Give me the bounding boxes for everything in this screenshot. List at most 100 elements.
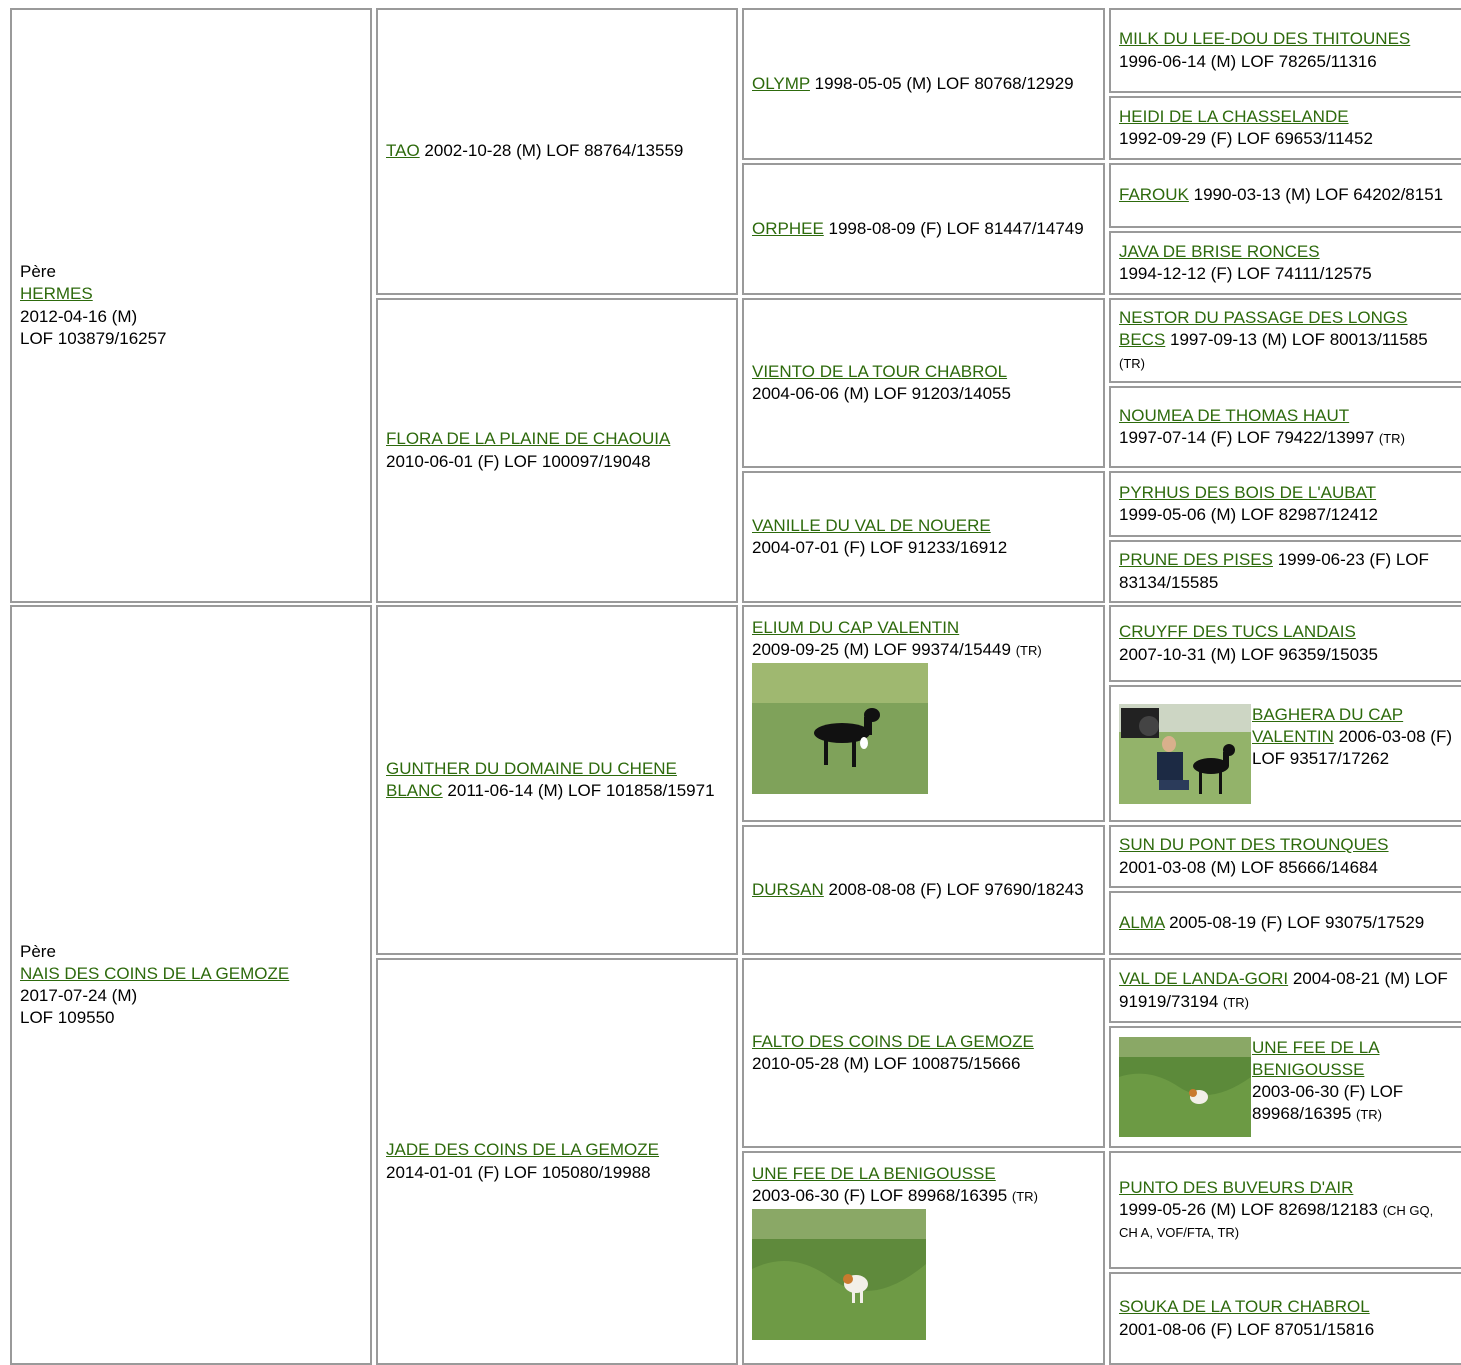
g4-cell: HEIDI DE LA CHASSELANDE 1992-09-29 (F) LO… [1109,96,1461,160]
ancestor-link[interactable]: SOUKA DE LA TOUR CHABROL [1119,1297,1370,1317]
dam-name-link[interactable]: NAIS DES COINS DE LA GEMOZE [20,963,290,983]
ancestor-link[interactable]: UNE FEE DE LA BENIGOUSSE [752,1164,996,1183]
ancestor-link[interactable]: PUNTO DES BUVEURS D'AIR [1119,1177,1354,1197]
g2-cell: GUNTHER DU DOMAINE DU CHENE BLANC 2011-0… [376,605,738,955]
g4-cell: ALMA 2005-08-19 (F) LOF 93075/17529 [1109,891,1461,955]
dog-photo[interactable] [1119,1037,1251,1137]
ancestor-link[interactable]: UNE FEE DE LA BENIGOUSSE [1252,1038,1380,1080]
ancestor-info: 1999-05-26 (M) LOF 82698/12183 [1119,1199,1378,1219]
ancestor-info: 1997-07-14 (F) LOF 79422/13997 [1119,428,1375,447]
ancestor-link[interactable]: FALTO DES COINS DE LA GEMOZE [752,1031,1034,1051]
ancestor-info: 2008-08-08 (F) LOF 97690/18243 [823,879,1084,899]
ancestor-info: 1998-08-09 (F) LOF 81447/14749 [823,218,1084,238]
ancestor-info: 1992-09-29 (F) LOF 69653/11452 [1119,129,1373,148]
ancestor-link[interactable]: TAO [386,141,420,161]
ancestor-link[interactable]: JADE DES COINS DE LA GEMOZE [386,1140,660,1160]
ancestor-info: 2006-03-08 (F) LOF 93517/17262 [1252,726,1452,768]
ancestor-info: 2010-05-28 (M) LOF 100875/15666 [752,1054,1021,1073]
g4-cell: PRUNE DES PISES 1999-06-23 (F) LOF 83134… [1109,540,1461,603]
ancestor-link[interactable]: VANILLE DU VAL DE NOUERE [752,515,991,535]
ancestor-info: 2004-08-21 (M) LOF 91919/73194 [1119,969,1448,1011]
ancestor-link[interactable]: FAROUK [1119,185,1189,205]
sire-cell: Père HERMES 2012-04-16 (M) LOF 103879/16… [10,8,372,603]
g3-cell: VANILLE DU VAL DE NOUERE 2004-07-01 (F) L… [742,471,1105,603]
ancestor-link[interactable]: ELIUM DU CAP VALENTIN [752,618,960,637]
ancestor-info: 2003-06-30 (F) LOF 89968/16395 [1252,1082,1404,1124]
ancestor-info: 1998-05-05 (M) LOF 80768/12929 [809,73,1074,93]
ancestor-info: 2010-06-01 (F) LOF 100097/19048 [386,451,651,471]
ancestor-link[interactable]: ORPHEE [752,218,824,238]
ancestor-link[interactable]: OLYMP [752,73,810,93]
ancestor-info: 2009-09-25 (M) LOF 99374/15449 [752,640,1011,660]
ancestor-info: 2003-06-30 (F) LOF 89968/16395 [752,1186,1008,1206]
g2-cell: TAO 2002-10-28 (M) LOF 88764/13559 [376,8,738,295]
sire-heading: Père [20,262,56,282]
dam-birth: 2017-07-24 (M) [20,986,138,1005]
ancestor-info: 2007-10-31 (M) LOF 96359/15035 [1119,644,1378,664]
ancestor-link[interactable]: PRUNE DES PISES [1119,550,1273,570]
ancestor-info: 2011-06-14 (M) LOF 101858/15971 [442,781,715,800]
g3-cell: ELIUM DU CAP VALENTIN 2009-09-25 (M) LOF… [742,605,1105,822]
ancestor-info: 2004-07-01 (F) LOF 91233/16912 [752,538,1008,557]
ancestor-note: (TR) [1223,994,1250,1010]
g3-cell: UNE FEE DE LA BENIGOUSSE 2003-06-30 (F) … [742,1151,1105,1365]
g4-cell: FAROUK 1990-03-13 (M) LOF 64202/8151 [1109,163,1461,228]
ancestor-link[interactable]: MILK DU LEE-DOU DES THITOUNES [1119,29,1411,49]
g3-cell: FALTO DES COINS DE LA GEMOZE 2010-05-28 (… [742,958,1105,1148]
ancestor-link[interactable]: PYRHUS DES BOIS DE L'AUBAT [1119,482,1377,502]
dog-photo[interactable] [752,663,928,795]
ancestor-info: 2002-10-28 (M) LOF 88764/13559 [419,141,684,161]
sire-birth: 2012-04-16 (M) [20,306,138,326]
ancestor-info: 2014-01-01 (F) LOF 105080/19988 [386,1162,651,1182]
ancestor-note: (TR) [1015,643,1042,659]
ancestor-link[interactable]: BAGHERA DU CAP VALENTIN [1252,704,1404,746]
ancestor-info: 1996-06-14 (M) LOF 78265/11316 [1119,51,1377,71]
dam-heading: Père [20,941,56,961]
dog-photo[interactable] [1119,703,1251,804]
g4-cell: JAVA DE BRISE RONCES 1994-12-12 (F) LOF 7… [1109,231,1461,295]
g3-cell: ORPHEE 1998-08-09 (F) LOF 81447/14749 [742,163,1105,295]
ancestor-info: 2005-08-19 (F) LOF 93075/17529 [1164,912,1425,932]
ancestor-info: 1994-12-12 (F) LOF 74111/12575 [1119,264,1372,283]
g4-cell: VAL DE LANDA-GORI 2004-08-21 (M) LOF 919… [1109,958,1461,1023]
ancestor-note: (CH GQ, CH A, VOF/FTA, TR) [1119,1202,1434,1241]
g4-cell: UNE FEE DE LA BENIGOUSSE 2003-06-30 (F) … [1109,1026,1461,1148]
ancestor-link[interactable]: DURSAN [752,879,824,899]
ancestor-link[interactable]: JAVA DE BRISE RONCES [1119,241,1320,261]
ancestor-link[interactable]: HEIDI DE LA CHASSELANDE [1119,106,1349,126]
sire-name-link[interactable]: HERMES [20,284,93,304]
ancestor-info: 1999-06-23 (F) LOF 83134/15585 [1119,550,1429,592]
g3-cell: DURSAN 2008-08-08 (F) LOF 97690/18243 [742,825,1105,955]
ancestor-link[interactable]: GUNTHER DU DOMAINE DU CHENE BLANC [386,758,677,800]
dam-reg: LOF 109550 [20,1008,115,1028]
ancestor-note: (TR) [1119,355,1145,371]
ancestor-note: (TR) [1356,1107,1383,1123]
sire-reg: LOF 103879/16257 [20,328,167,348]
ancestor-link[interactable]: SUN DU PONT DES TROUNQUES [1119,835,1389,855]
ancestor-info: 2001-03-08 (M) LOF 85666/14684 [1119,857,1378,877]
g4-cell: BAGHERA DU CAP VALENTIN 2006-03-08 (F) L… [1109,685,1461,822]
ancestor-link[interactable]: NESTOR DU PASSAGE DES LONGS BECS [1119,308,1408,350]
ancestor-link[interactable]: ALMA [1119,912,1165,932]
ancestor-info: 1997-09-13 (M) LOF 80013/11585 [1165,330,1428,350]
dog-photo[interactable] [752,1209,926,1341]
ancestor-note: (TR) [1378,431,1405,446]
ancestor-link[interactable]: VAL DE LANDA-GORI [1119,969,1289,989]
ancestor-info: 2001-08-06 (F) LOF 87051/15816 [1119,1319,1375,1339]
g4-cell: NESTOR DU PASSAGE DES LONGS BECS 1997-09… [1109,298,1461,383]
ancestor-link[interactable]: NOUMEA DE THOMAS HAUT [1119,405,1350,425]
ancestor-link[interactable]: VIENTO DE LA TOUR CHABROL [752,361,1008,381]
ancestor-link[interactable]: FLORA DE LA PLAINE DE CHAOUIA [386,429,671,449]
g4-cell: MILK DU LEE-DOU DES THITOUNES 1996-06-14… [1109,8,1461,93]
g3-cell: OLYMP 1998-05-05 (M) LOF 80768/12929 [742,8,1105,160]
ancestor-note: (TR) [1011,1189,1038,1205]
ancestor-link[interactable]: CRUYFF DES TUCS LANDAIS [1119,622,1356,642]
